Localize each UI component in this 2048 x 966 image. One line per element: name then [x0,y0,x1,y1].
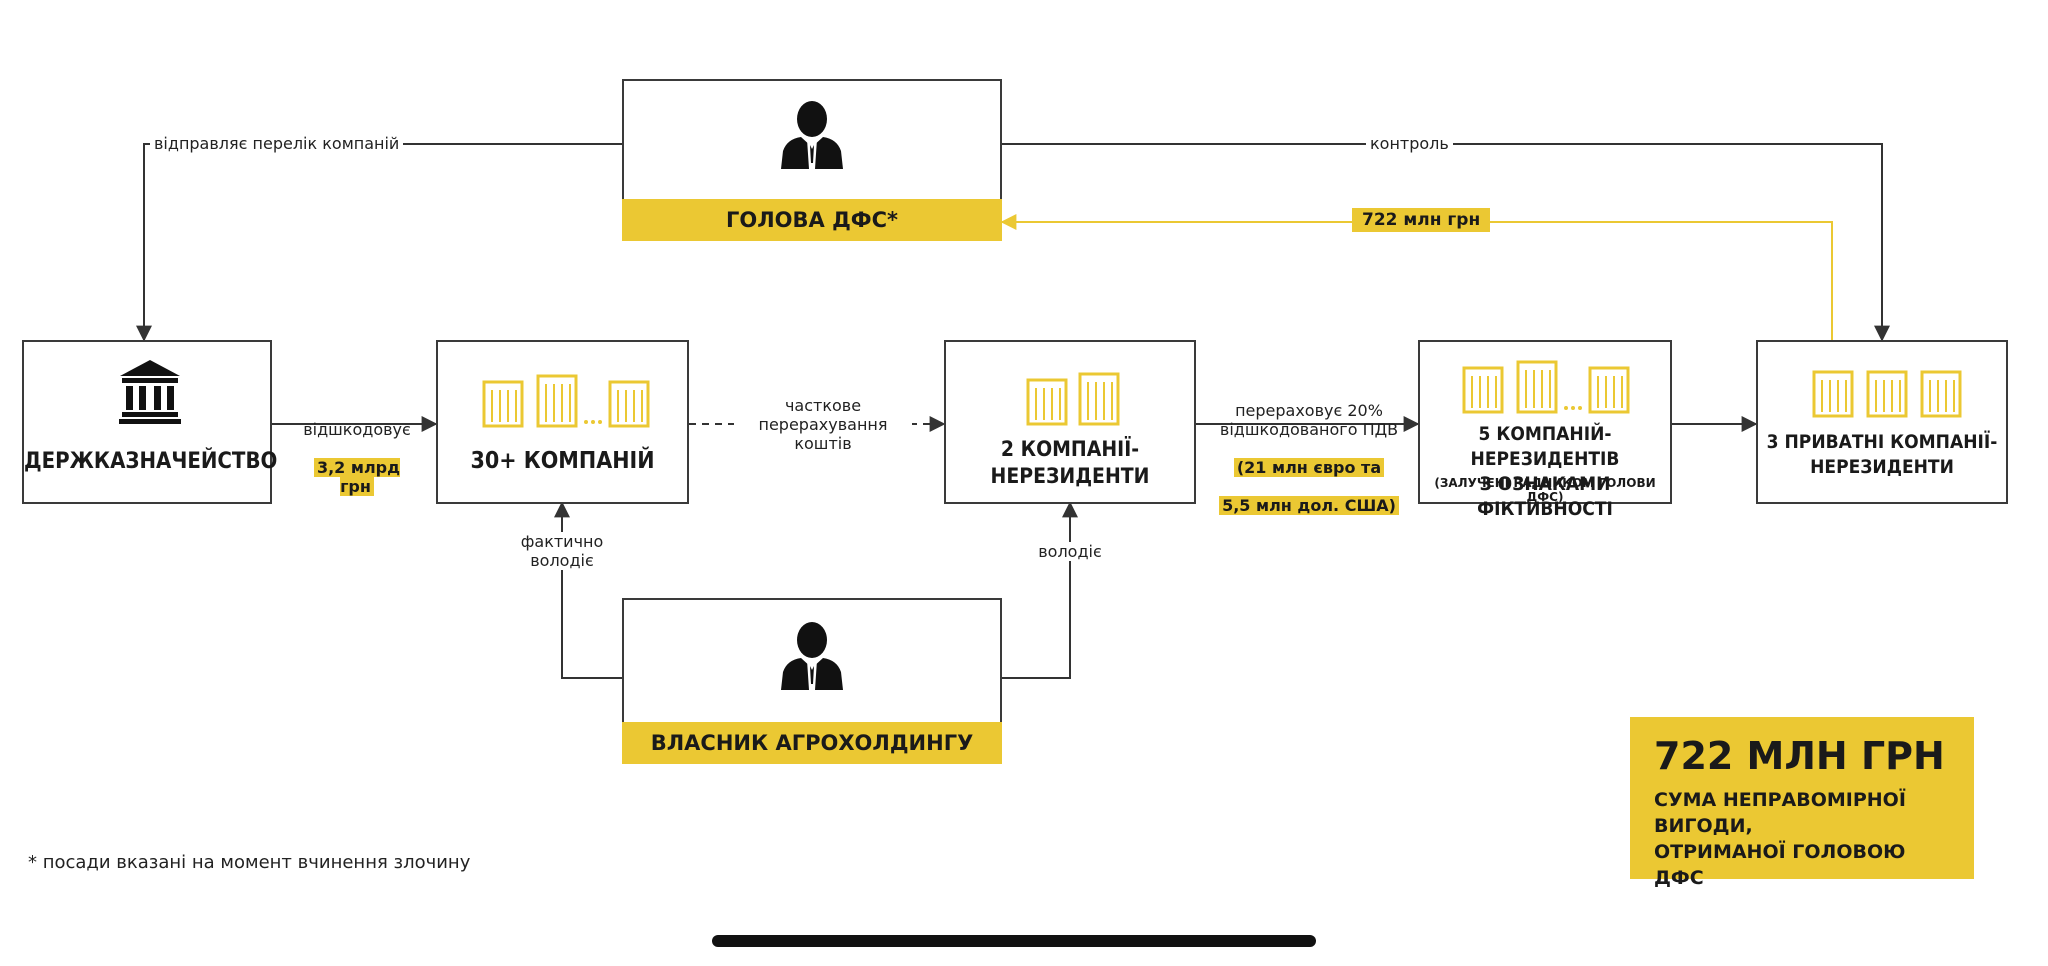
owner-node: ВЛАСНИК АГРОХОЛДИНГУ [622,598,1002,764]
edge-label-vat-amount-2: 5,5 млн дол. США) [1219,496,1399,515]
edge-label-partial-transfer: часткове перерахування коштів [734,396,912,453]
summary-panel: 722 МЛН ГРН СУМА НЕПРАВОМІРНОЇ ВИГОДИ, О… [1630,717,1974,889]
nonres5-label: 5 КОМПАНІЙ-НЕРЕЗИДЕНТІВ З ОЗНАКАМИ ФІКТИ… [1470,423,1620,520]
nonres2-node: 2 КОМПАНІЇ- НЕРЕЗИДЕНТИ [944,340,1196,504]
edge-control [1000,143,1890,342]
office-buildings-icon [1462,358,1632,418]
companies30-label: 30+ КОМПАНІЙ [470,448,655,474]
edge-label-actually-owns: фактично володіє [510,532,614,570]
dfs-head-label: ГОЛОВА ДФС* [622,199,1002,241]
edge-label-compensates: відшкодовує 3,2 млрд грн [303,420,411,496]
office-buildings-icon [1812,362,1962,422]
bank-building-icon [119,360,181,424]
home-indicator[interactable] [712,935,1316,947]
summary-amount: 722 МЛН ГРН [1654,734,1945,778]
treasury-label: ДЕРЖКАЗНАЧЕЙСТВО [24,449,278,474]
treasury-node: ДЕРЖКАЗНАЧЕЙСТВО [22,340,278,504]
dfs-head-node: ГОЛОВА ДФС* [622,79,1002,241]
owner-label: ВЛАСНИК АГРОХОЛДИНГУ [622,722,1002,764]
private3-node: 3 ПРИВАТНІ КОМПАНІЇ- НЕРЕЗИДЕНТИ [1756,340,2008,504]
edge-amount-back [1000,214,1833,340]
summary-caption: СУМА НЕПРАВОМІРНОЇ ВИГОДИ, ОТРИМАНОЇ ГОЛ… [1654,789,1906,889]
nonres2-label: 2 КОМПАНІЇ- НЕРЕЗИДЕНТИ [990,437,1150,488]
edge-label-owns: володіє [1030,542,1110,561]
edge-actually-owns [554,501,622,679]
private3-label: 3 ПРИВАТНІ КОМПАНІЇ- НЕРЕЗИДЕНТИ [1766,431,1998,478]
edge-label-amount-back: 722 млн грн [1352,208,1491,232]
office-buildings-icon [482,372,652,428]
edge-label-transfers-vat: перераховує 20% відшкодованого ПДВ (21 м… [1219,401,1399,515]
companies30-node: 30+ КОМПАНІЙ [436,340,689,504]
edge-label-vat-amount-1: (21 млн євро та [1233,458,1385,477]
nonres5-node: 5 КОМПАНІЙ-НЕРЕЗИДЕНТІВ З ОЗНАКАМИ ФІКТИ… [1418,340,1672,520]
footnote: * посади вказані на момент вчинення злоч… [28,852,471,873]
edge-label-sends-list: відправляє перелік компаній [150,134,404,153]
office-buildings-icon [1026,370,1122,430]
edge-label-control: контроль [1366,134,1453,153]
person-icon [781,622,843,690]
edge-owns [1000,501,1078,679]
nonres5-sublabel: (ЗАЛУЧЕНІ РАДНИКОМ ГОЛОВИ ДФС) [1434,476,1656,504]
edge-sends-list [136,143,622,342]
edge-label-compensates-amount: 3,2 млрд грн [313,458,401,496]
person-icon [781,101,843,169]
